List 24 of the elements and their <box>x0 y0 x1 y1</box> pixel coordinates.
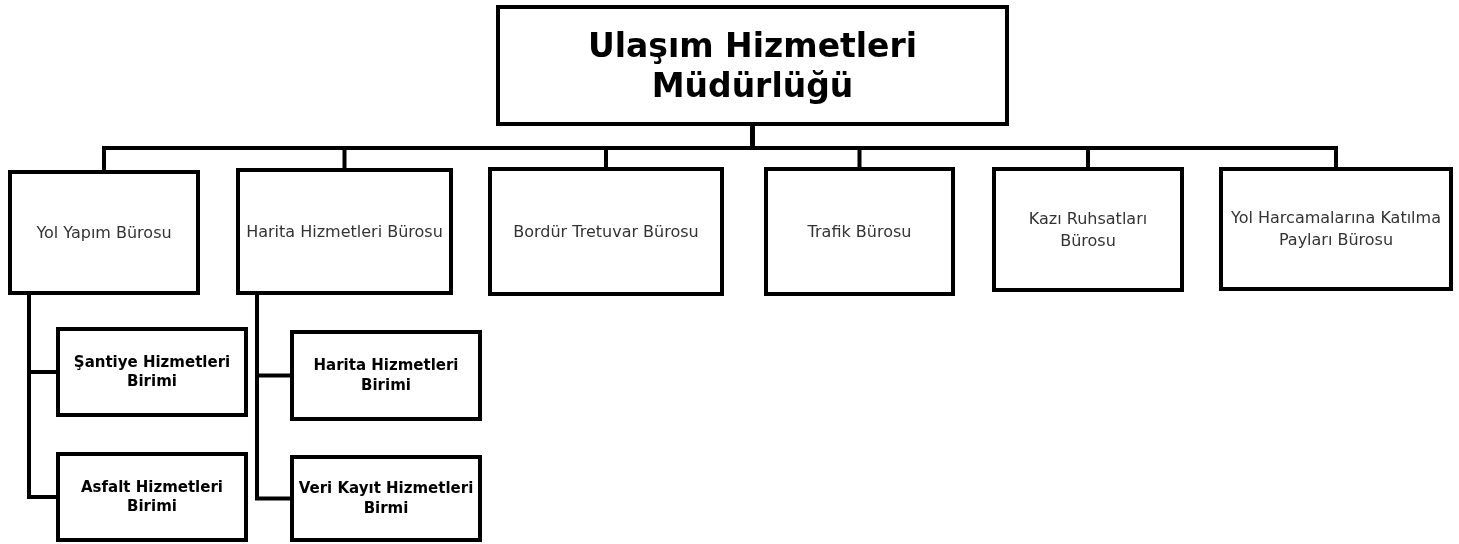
box-label: Harita Hizmetleri Bürosu <box>246 220 443 243</box>
box-label: Yol Yapım Bürosu <box>36 221 172 244</box>
unit-box <box>56 452 248 542</box>
box-label: Yol Harcamalarına Katılma Payları Bürosu <box>1230 207 1442 251</box>
connector-line <box>255 295 290 501</box>
connector-line <box>27 295 56 499</box>
unit-box <box>290 455 482 542</box>
box-label: Ulaşım Hizmetleri Müdürlüğü <box>586 25 919 106</box>
box-label: Veri Kayıt Hizmetleri Birmi <box>298 479 474 518</box>
unit-box <box>290 330 482 421</box>
unit-box <box>56 327 248 417</box>
office-box <box>992 167 1184 292</box>
box-label: Asfalt Hizmetleri Birimi <box>80 477 224 517</box>
office-box <box>236 168 453 295</box>
office-box <box>488 167 724 296</box>
office-box <box>8 170 200 295</box>
office-box <box>1219 167 1453 291</box>
director-box <box>496 5 1009 126</box>
box-label: Trafik Bürosu <box>807 220 912 243</box>
box-label: Harita Hizmetleri Birimi <box>312 356 460 395</box>
box-label: Kazı Ruhsatları Bürosu <box>1027 207 1149 252</box>
box-label: Şantiye Hizmetleri Birimi <box>72 352 232 392</box>
office-box <box>764 167 955 296</box>
box-label: Bordür Tretuvar Bürosu <box>513 220 699 243</box>
